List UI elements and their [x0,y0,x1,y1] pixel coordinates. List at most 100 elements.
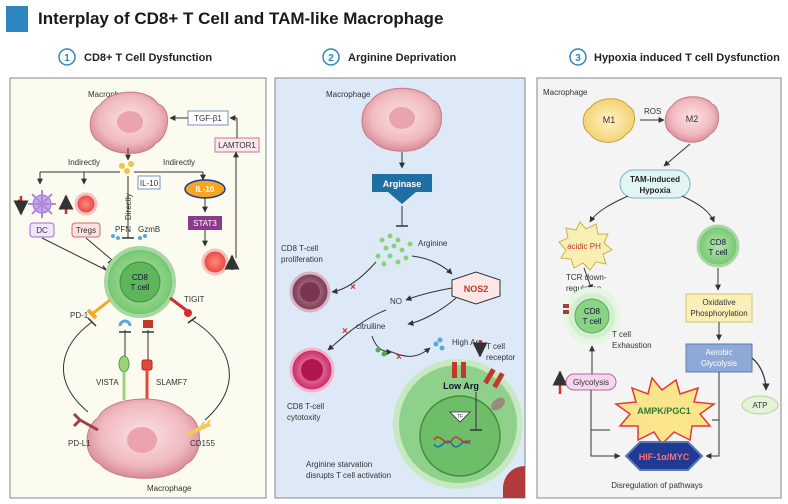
panel2-number-badge [322,48,340,66]
exhaustion-line2: Exhaustion [612,341,652,350]
cyto-line1: CD8 T-cell [287,402,324,411]
oxphos-box [685,293,753,323]
hif-octagon [624,441,704,471]
arginase-box [372,174,432,192]
dc-box [29,222,55,238]
acidic-ph-label: acidic PH [567,242,601,251]
page-title: Interplay of CD8+ T Cell and TAM-like Ma… [38,9,444,28]
m2-label: M2 [686,114,699,124]
red-cell-stat3 [201,248,229,276]
il10-oval-label: IL-10 [196,185,215,194]
aerobic-line1: Aerobic [705,348,732,357]
cd155-label: CD155 [190,439,215,448]
slamf7-label: SLAMF7 [156,378,188,387]
tregs-label: Tregs [76,226,96,235]
cyto-line2: cytotoxity [287,413,320,422]
tigit-label: TIGIT [184,295,205,304]
svg-text:×: × [342,326,348,337]
svg-text:×: × [350,282,356,293]
glycolysis-label: Glycolysis [573,378,609,387]
cd8-left-line1: CD8 [584,307,601,316]
svg-text:×: × [396,352,402,363]
macrophage-bottom-nucleus [127,427,157,453]
tregs-box [71,222,101,238]
hypoxia-pill [619,169,691,199]
oxphos-line2: Phosphorylation [690,309,747,318]
dc-cell [28,190,56,218]
arginase-label: Arginase [383,179,422,189]
p3-macrophage-label: Macrophage [543,88,588,97]
cd8-center-line1: CD8 [132,273,149,282]
m2-cell [664,96,719,143]
title-accent-square [6,6,28,32]
indirectly-right-label: Indirectly [163,158,195,167]
macrophage-top-nucleus [117,111,143,133]
arginine-label: Arginine [418,239,448,248]
starvation-line2: disrupts T cell activation [306,471,391,480]
indirectly-left-label: Indirectly [68,158,100,167]
stat3-label: STAT3 [193,219,217,228]
low-arg-label: Low Arg [443,381,479,391]
dc-label: DC [36,226,48,235]
prolif-line2: proliferation [281,255,323,264]
stat3-box [188,216,222,230]
panel3-number-badge [569,48,587,66]
lamtor1-label: LAMTOR1 [218,141,256,150]
tgfb1-label: TGF-β1 [194,114,222,123]
panel1-number-badge [58,48,76,66]
nos2-label: NOS2 [464,284,489,294]
il10-small-label: IL-10 [140,179,159,188]
panel1-number: 1 [64,53,70,64]
tcr-down-line1: TCR down- [566,273,607,282]
hypoxia-line1: TAM-induced [630,175,680,184]
ampk-label: AMPK/PGC1 [637,406,691,416]
pdl1-label: PD-L1 [68,439,91,448]
disregulation-label: Disregulation of pathways [611,481,703,490]
pd1-label: PD-1 [70,311,89,320]
panel2-heading: Arginine Deprivation [348,52,456,64]
citrulline-label: citrulline [356,322,386,331]
cd8-left-line2: T cell [583,317,602,326]
oxphos-line1: Oxidative [702,298,736,307]
tregs-cell [74,192,98,216]
panel-hypoxia: 3 Hypoxia induced T cell Dysfunction Mac… [536,48,782,499]
ampk-burst [613,376,717,446]
atp-label: ATP [753,401,768,410]
tcr-receptor-line2: receptor [486,353,516,362]
panel3-heading: Hypoxia induced T cell Dysfunction [594,52,780,64]
cd8-right-line2: T cell [709,248,728,257]
high-arg-label: High Arg [452,338,483,347]
pfn-label: PFN [115,225,131,234]
panel1-heading: CD8+ T Cell Dysfunction [84,52,212,64]
tf-label: TF [457,414,463,420]
panel2-number: 2 [328,53,334,64]
atp-oval [741,395,779,415]
hif-label: HIF-1α/MYC [639,452,690,462]
acidic-ph-burst [558,221,613,271]
cd8-right-line1: CD8 [710,238,727,247]
cd8-center-line2: T cell [131,283,150,292]
nos2-hexagon [451,271,501,305]
panel-arginine-deprivation: 2 Arginine Deprivation Macrophage Argina… [274,48,526,499]
macrophage-top-label: Macrophage [88,90,133,99]
panel-cd8-dysfunction: 1 CD8+ T Cell Dysfunction Macrophage TGF… [9,48,267,499]
aerobic-box [685,343,753,373]
m1-cell [582,98,635,143]
aerobic-line2: Glycolysis [701,359,737,368]
macrophage-bottom-label: Macrophage [147,484,192,493]
exhaustion-line1: T cell [612,330,631,339]
gzmb-label: GzmB [138,225,160,234]
vista-label: VISTA [96,378,119,387]
panel3-number: 3 [575,53,581,64]
m1-label: M1 [603,115,616,125]
ros-label: ROS [644,107,661,116]
hypoxia-line2: Hypoxia [639,186,671,195]
starvation-line1: Arginine starvation [306,460,372,469]
arginine-dots [375,233,413,267]
no-label: NO [390,297,402,306]
tcr-receptor-line1: T cell [486,342,505,351]
p2-macrophage-label: Macrophage [326,90,371,99]
prolif-line1: CD8 T-cell [281,244,318,253]
cd8-tcell-right [696,224,740,268]
